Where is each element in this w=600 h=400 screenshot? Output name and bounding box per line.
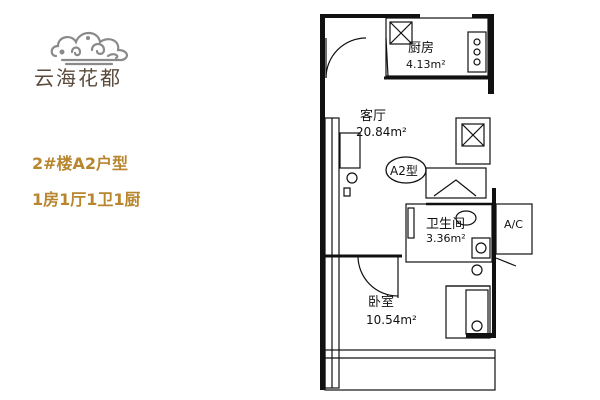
room-name-living-room: 客厅 [360,108,386,124]
room-name-bathroom: 卫生间 [426,217,465,232]
room-area-bathroom: 3.36m² [426,232,466,245]
floor-plan: 厨房 4.13m² 客厅 20.84m² A2型 卫生间 3.36m² A/C … [320,14,533,391]
unit-tag: A2型 [390,164,418,178]
room-area-bedroom: 10.54m² [366,313,417,327]
room-name-kitchen: 厨房 [408,40,434,56]
room-name-bedroom: 卧室 [368,294,394,310]
brand-name: 云海花都 [34,66,122,90]
room-area-living-room: 20.84m² [356,125,407,139]
layout-summary-label: 1房1厅1卫1厨 [32,190,141,209]
unit-tag-circle [385,156,427,184]
auspicious-cloud-icon [50,31,128,66]
room-area-kitchen: 4.13m² [406,58,446,71]
ac-label: A/C [504,218,523,231]
building-type-label: 2#楼A2户型 [32,154,129,173]
